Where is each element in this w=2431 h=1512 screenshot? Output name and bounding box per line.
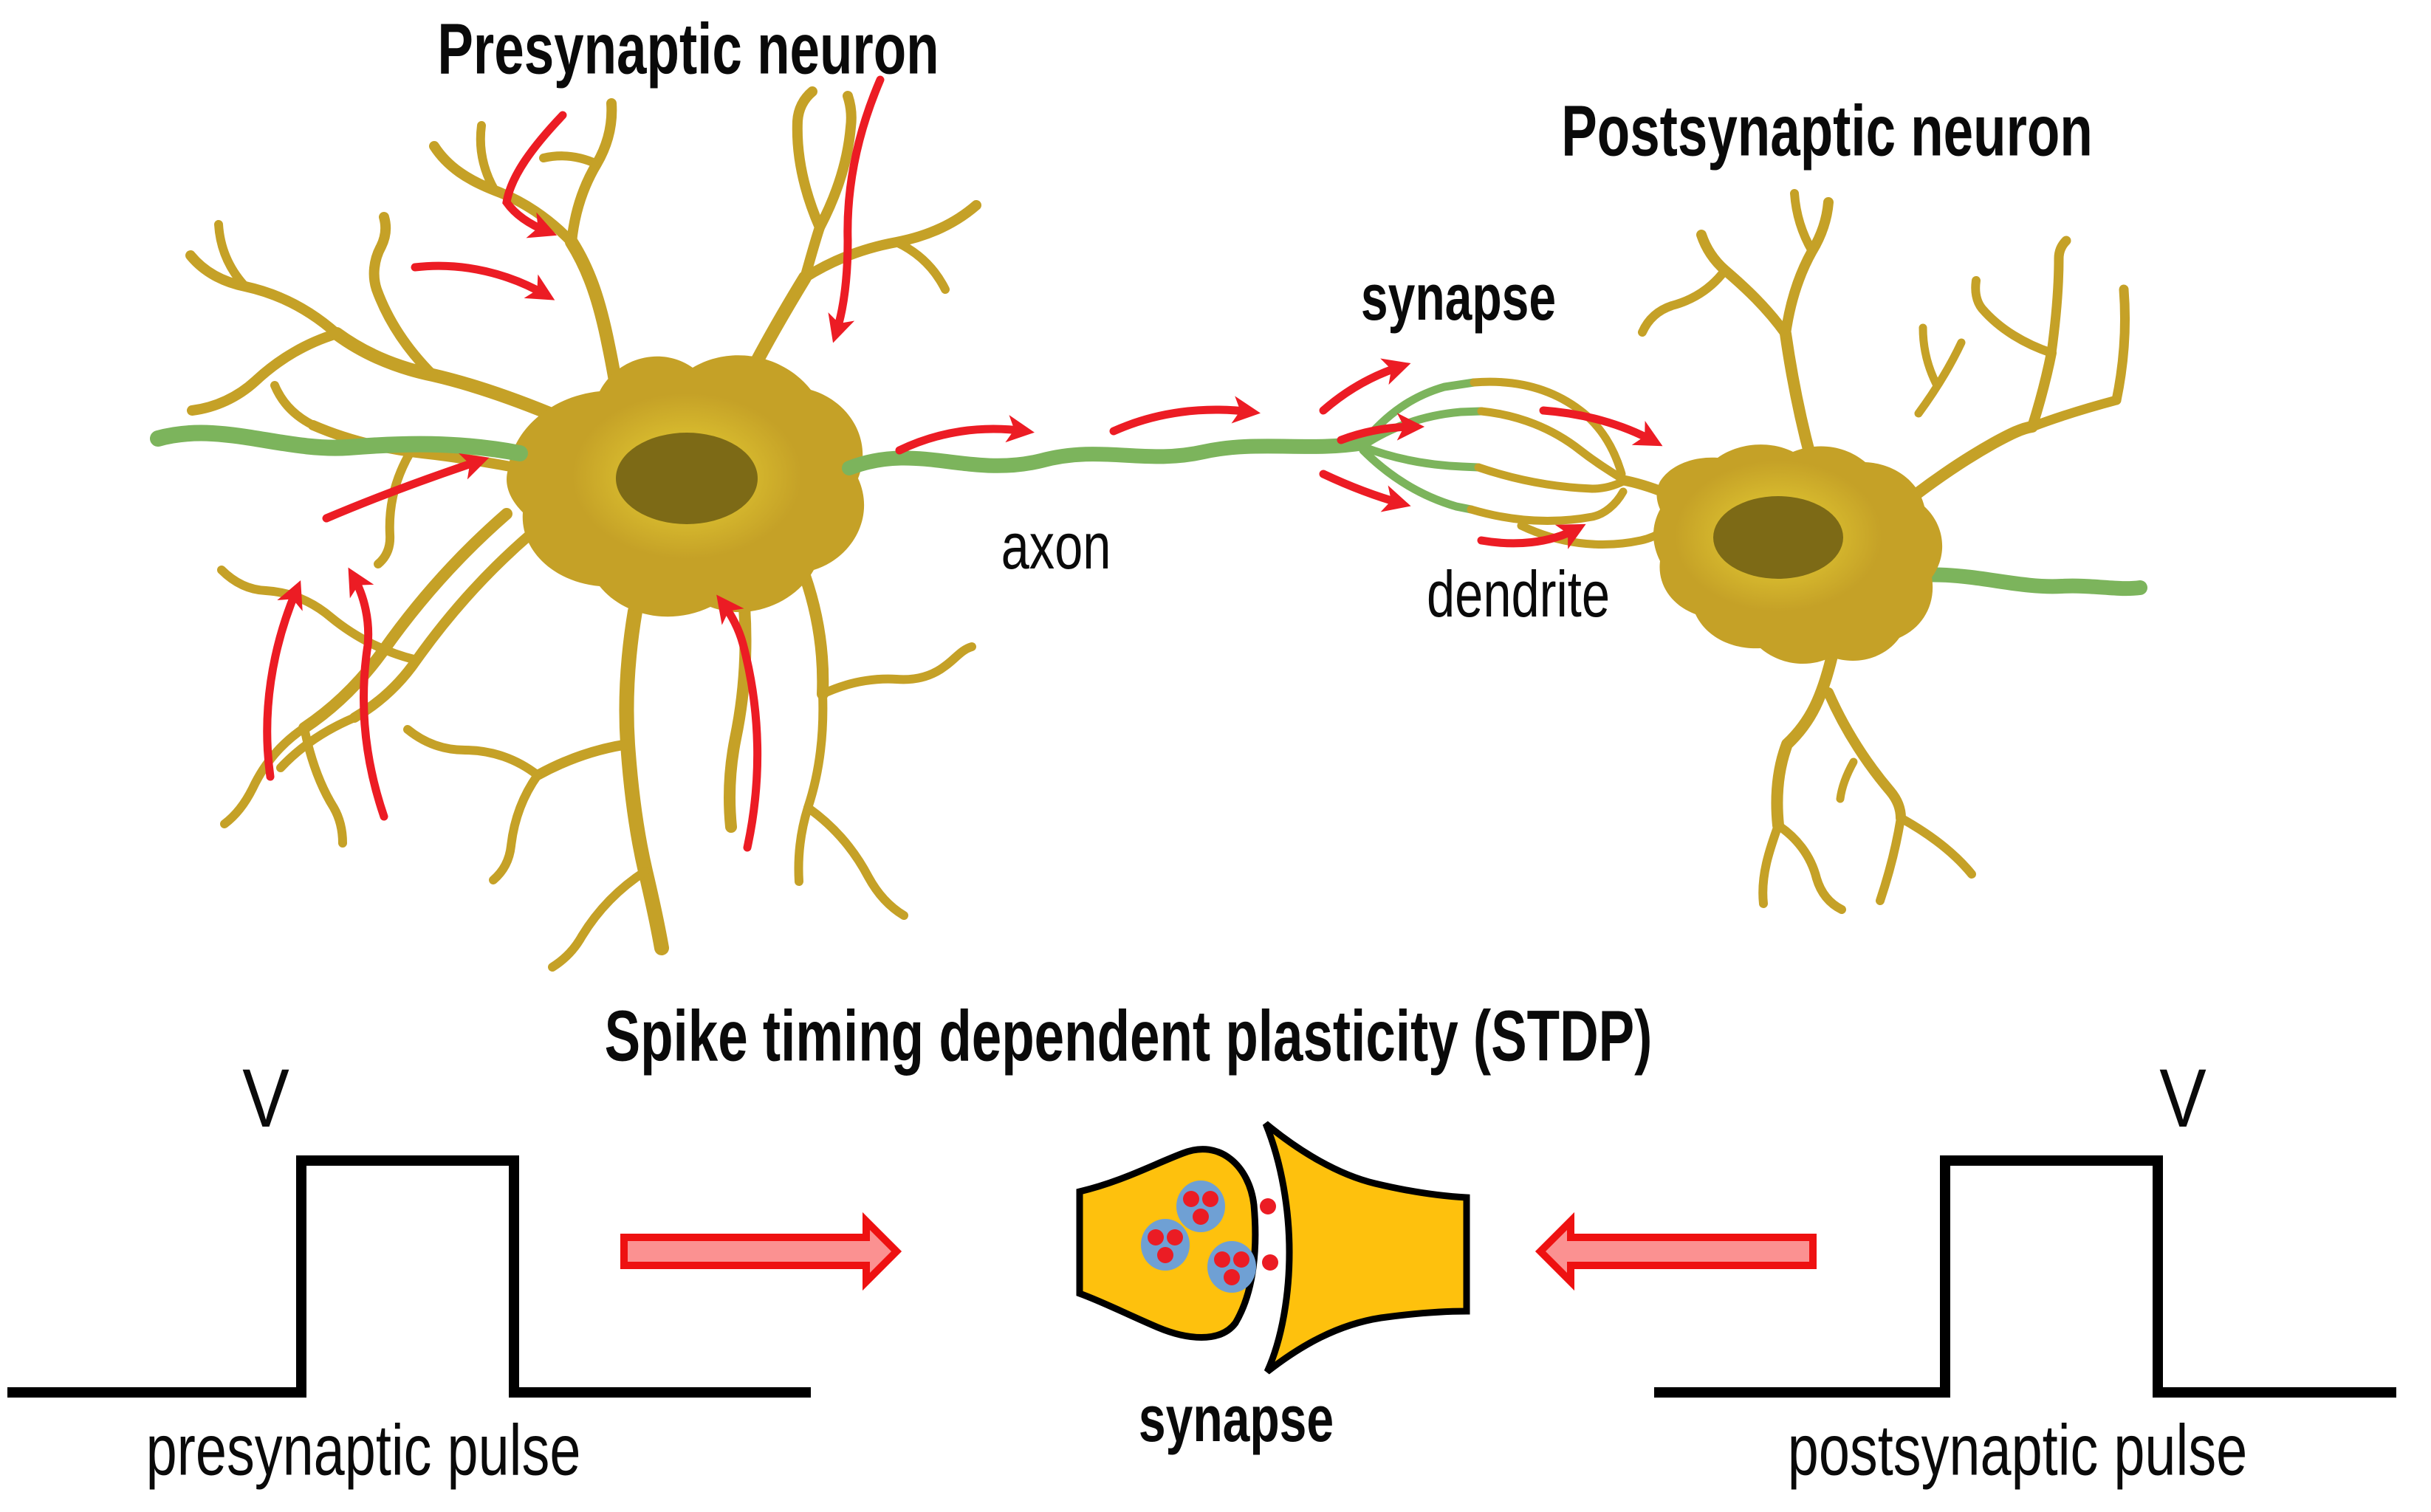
postsynaptic-nucleus bbox=[1713, 496, 1843, 579]
synapse-label-top: synapse bbox=[1360, 261, 1557, 334]
postsynaptic-pulse-caption: postsynaptic pulse bbox=[1787, 1409, 2248, 1491]
postsynaptic-neuron-title: Postsynaptic neuron bbox=[1561, 90, 2093, 171]
block-arrow-left-icon bbox=[1535, 1212, 1817, 1291]
axon-drawing bbox=[150, 425, 1371, 475]
postsynaptic-axon-out bbox=[1883, 567, 2147, 597]
presynaptic-nucleus bbox=[616, 433, 758, 524]
synapse-closeup-drawing bbox=[1076, 1121, 1470, 1375]
signal-arrow bbox=[895, 415, 1035, 455]
block-arrow-right-icon bbox=[620, 1212, 902, 1291]
signal-arrow bbox=[1319, 470, 1411, 512]
signal-arrow bbox=[1477, 523, 1586, 549]
postsynaptic-terminal bbox=[1262, 1121, 1470, 1375]
presynaptic-neuron-drawing bbox=[185, 86, 981, 972]
stdp-title: Spike timing dependent plasticity (STDP) bbox=[604, 995, 1653, 1076]
signal-arrow bbox=[1319, 358, 1411, 415]
signal-arrow bbox=[1109, 396, 1261, 436]
signal-arrow bbox=[263, 580, 303, 781]
postsynaptic-pulse-waveform bbox=[1654, 1155, 2396, 1398]
presynaptic-pulse-caption: presynaptic pulse bbox=[145, 1409, 581, 1491]
synapse-terminal-branches bbox=[1359, 377, 1688, 549]
block-arrows bbox=[620, 1212, 1817, 1291]
postsynaptic-soma bbox=[1653, 444, 1943, 664]
voltage-axis-label-left: V bbox=[242, 1052, 289, 1144]
signal-arrow bbox=[828, 75, 885, 343]
postsynaptic-neuron-drawing bbox=[1638, 189, 2147, 914]
signal-flow-arrows bbox=[263, 75, 1663, 852]
signal-arrow bbox=[411, 261, 555, 300]
presynaptic-neuron-title: Presynaptic neuron bbox=[437, 8, 939, 89]
signal-arrow bbox=[1337, 413, 1425, 444]
axon-main-segment bbox=[842, 436, 1371, 475]
neurotransmitter-dots bbox=[1148, 1191, 1278, 1285]
synapse-label-bottom: synapse bbox=[1138, 1382, 1334, 1455]
axon-left-segment bbox=[150, 425, 528, 461]
signal-arrow bbox=[716, 594, 762, 852]
presynaptic-soma bbox=[507, 355, 865, 617]
signal-arrow bbox=[322, 453, 490, 523]
signal-arrow bbox=[348, 567, 388, 821]
presynaptic-pulse-waveform bbox=[7, 1155, 811, 1398]
signal-arrow bbox=[1539, 406, 1663, 447]
axon-label: axon bbox=[1001, 509, 1111, 583]
pulse-waveforms bbox=[7, 1155, 2396, 1398]
voltage-axis-label-right: V bbox=[2159, 1052, 2207, 1144]
dendrite-label: dendrite bbox=[1426, 557, 1611, 630]
signal-arrow bbox=[502, 111, 567, 238]
